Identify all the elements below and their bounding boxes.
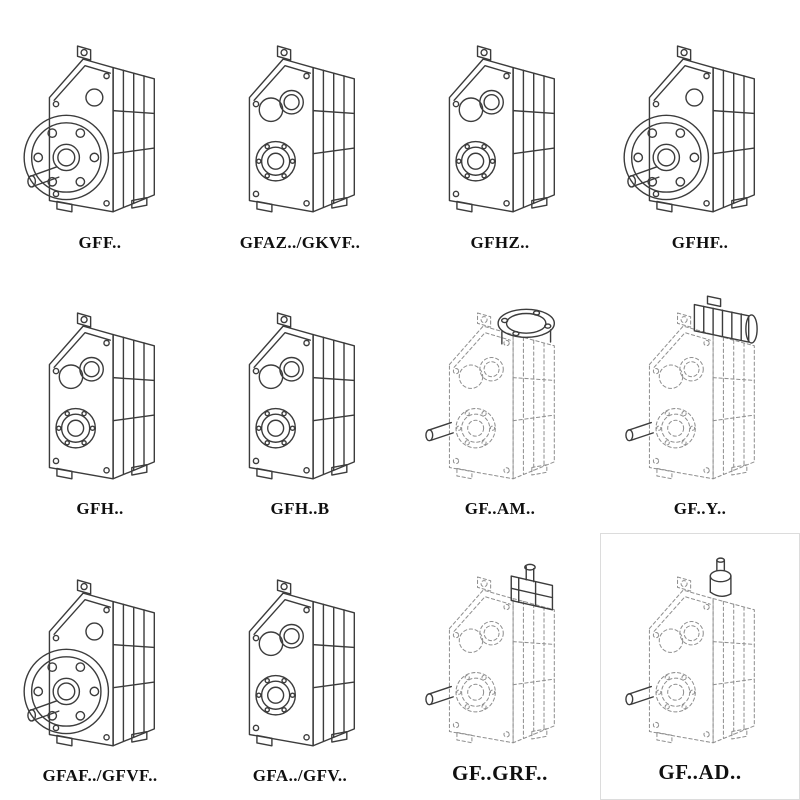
drawing-gf-grf [404, 541, 596, 761]
label-gfhz: GFHZ.. [470, 232, 530, 252]
drawing-gfaf-gfvf [4, 541, 196, 766]
drawing-gf-y [604, 275, 796, 500]
gearbox-flange-drawing-icon [24, 580, 154, 746]
drawing-gfh-b [204, 275, 396, 500]
drawing-gff [4, 8, 196, 233]
figure-gfh: GFH.. [0, 267, 200, 534]
gearbox-phantom-motor-drawing-icon [626, 296, 757, 479]
label-gf-grf: GF..GRF.. [451, 760, 549, 785]
gearbox-bore-drawing-icon [449, 46, 554, 212]
figure-gf-ad: GF..AD.. [600, 533, 800, 800]
figure-gfh-b: GFH..B [200, 267, 400, 534]
label-gf-ad: GF..AD.. [658, 759, 742, 784]
gearbox-phantom-gear-unit-drawing-icon [426, 565, 554, 743]
label-gfh-b: GFH..B [270, 499, 330, 519]
label-gfh: GFH.. [76, 499, 124, 519]
gearbox-bore-drawing-icon [249, 313, 354, 479]
drawing-gf-am [404, 275, 596, 500]
drawing-gfaz-gkvf [204, 8, 396, 233]
figure-gf-y: GF..Y.. [600, 267, 800, 534]
drawing-gfa-gfv [204, 541, 396, 766]
label-gfa-gfv: GFA../GFV.. [252, 765, 348, 785]
gearbox-bore-drawing-icon [249, 580, 354, 746]
gearbox-flange-drawing-icon [624, 46, 754, 212]
label-gfaz-gkvf: GFAZ../GKVF.. [239, 232, 361, 252]
figure-gf-grf: GF..GRF.. [400, 533, 600, 800]
label-gff: GFF.. [78, 232, 122, 252]
drawing-gfhf [604, 8, 796, 233]
gearbox-bore-drawing-icon [49, 313, 154, 479]
label-gfhf: GFHF.. [671, 232, 729, 252]
drawing-gf-ad [605, 542, 795, 760]
figure-gfhz: GFHZ.. [400, 0, 600, 267]
drawing-gfhz [404, 8, 596, 233]
gearbox-phantom-adapter-drawing-icon [426, 309, 554, 478]
figure-gfaf-gfvf: GFAF../GFVF.. [0, 533, 200, 800]
figure-gff: GFF.. [0, 0, 200, 267]
label-gf-am: GF..AM.. [464, 499, 536, 519]
gearbox-phantom-input-adapter-drawing-icon [626, 558, 754, 743]
gearbox-flange-drawing-icon [24, 46, 154, 212]
label-gfaf-gfvf: GFAF../GFVF.. [42, 765, 158, 785]
figure-gfaz-gkvf: GFAZ../GKVF.. [200, 0, 400, 267]
label-gf-y: GF..Y.. [673, 499, 727, 519]
figure-gfhf: GFHF.. [600, 0, 800, 267]
figure-gfa-gfv: GFA../GFV.. [200, 533, 400, 800]
figure-gf-am: GF..AM.. [400, 267, 600, 534]
drawing-gfh [4, 275, 196, 500]
gearbox-bore-drawing-icon [249, 46, 354, 212]
